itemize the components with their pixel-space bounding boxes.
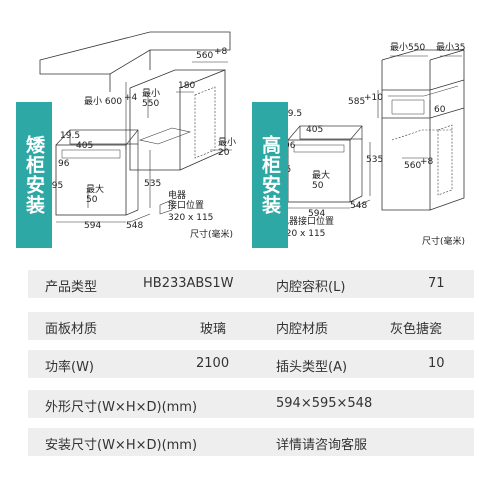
spec-row: 面板材质 玻璃 内腔材质 灰色搪瓷 (28, 312, 474, 340)
elec-size: 320 x 115 (168, 213, 213, 223)
spec-row: 安装尺寸(W×H×D)(mm) 详情请咨询客服 (28, 428, 474, 456)
dim-548: 548 (126, 221, 143, 231)
spec-value: 灰色搪瓷 (390, 322, 443, 337)
dim-min35: 最小35 (436, 42, 465, 53)
spec-label: 面板材质 (45, 322, 98, 337)
dim-560-tol: +8 (420, 157, 434, 167)
dim-min600: 最小 600 (84, 96, 122, 107)
dim-595: 595 (46, 181, 63, 191)
spec-label: 插头类型(A) (276, 360, 348, 375)
spec-label: 安装尺寸(W×H×D)(mm) (45, 438, 198, 453)
high-cabinet-drawing: 最小550 最小35 585 +10 60 19.5 405 96 595 最大… (274, 42, 465, 239)
spec-label: 产品类型 (45, 280, 98, 295)
elec-label: 电器接口位置 (280, 215, 334, 227)
dim-96: 96 (284, 141, 296, 151)
spec-value: 2100 (196, 356, 230, 371)
high-cabinet-tab: 高柜安装 (252, 102, 288, 248)
high-cabinet-unit: 尺寸(毫米) (422, 237, 466, 247)
low-cabinet-unit: 尺寸(毫米) (190, 230, 234, 240)
high-cabinet-panel: 最小550 最小35 585 +10 60 19.5 405 96 595 最大… (252, 0, 500, 260)
dim-min600-tol: +4 (124, 93, 138, 103)
elec-size: 320 x 115 (280, 229, 325, 239)
spec-row: 产品类型 HB233ABS1W 内腔容积(L) 71 (28, 270, 474, 298)
dim-405: 405 (306, 125, 323, 135)
dim-min550: 最小550 (390, 42, 425, 53)
dim-96: 96 (58, 159, 70, 169)
high-cabinet-tab-label: 高柜安装 (259, 135, 281, 215)
spec-value: 594×595×548 (276, 396, 373, 411)
spec-value: 玻璃 (200, 322, 227, 337)
dim-594: 594 (84, 221, 101, 231)
spec-label: 内腔材质 (276, 322, 329, 337)
spec-value: 详情请咨询客服 (276, 438, 368, 453)
spec-label: 外形尺寸(W×H×D)(mm) (45, 400, 198, 415)
spec-label: 功率(W) (45, 360, 94, 375)
low-cabinet-tab: 矮柜安装 (16, 102, 52, 248)
dim-19-5: 19.5 (282, 109, 302, 119)
dim-560: 560 (404, 161, 421, 171)
spec-value: 71 (428, 276, 445, 291)
dim-535: 535 (366, 155, 383, 165)
dim-60: 60 (434, 105, 446, 115)
spec-row: 外形尺寸(W×H×D)(mm) 594×595×548 (28, 390, 474, 418)
dim-560-tol: +8 (214, 47, 228, 57)
low-cabinet-tab-label: 矮柜安装 (23, 135, 45, 215)
dim-405: 405 (76, 141, 93, 151)
dim-585-tol: +10 (364, 93, 383, 103)
dim-535: 535 (144, 179, 161, 189)
dim-548: 548 (350, 201, 367, 211)
dim-585: 585 (348, 97, 365, 107)
dim-560: 560 (196, 51, 213, 61)
spec-row: 功率(W) 2100 插头类型(A) 10 (28, 350, 474, 378)
dim-594: 594 (308, 209, 325, 219)
elec-label: 电器接口位置 (168, 189, 204, 211)
spec-label: 内腔容积(L) (276, 280, 346, 295)
spec-value: 10 (428, 356, 445, 371)
dim-180: 180 (178, 81, 195, 91)
dim-19-5: 19.5 (60, 131, 80, 141)
spec-value: HB233ABS1W (143, 276, 234, 291)
